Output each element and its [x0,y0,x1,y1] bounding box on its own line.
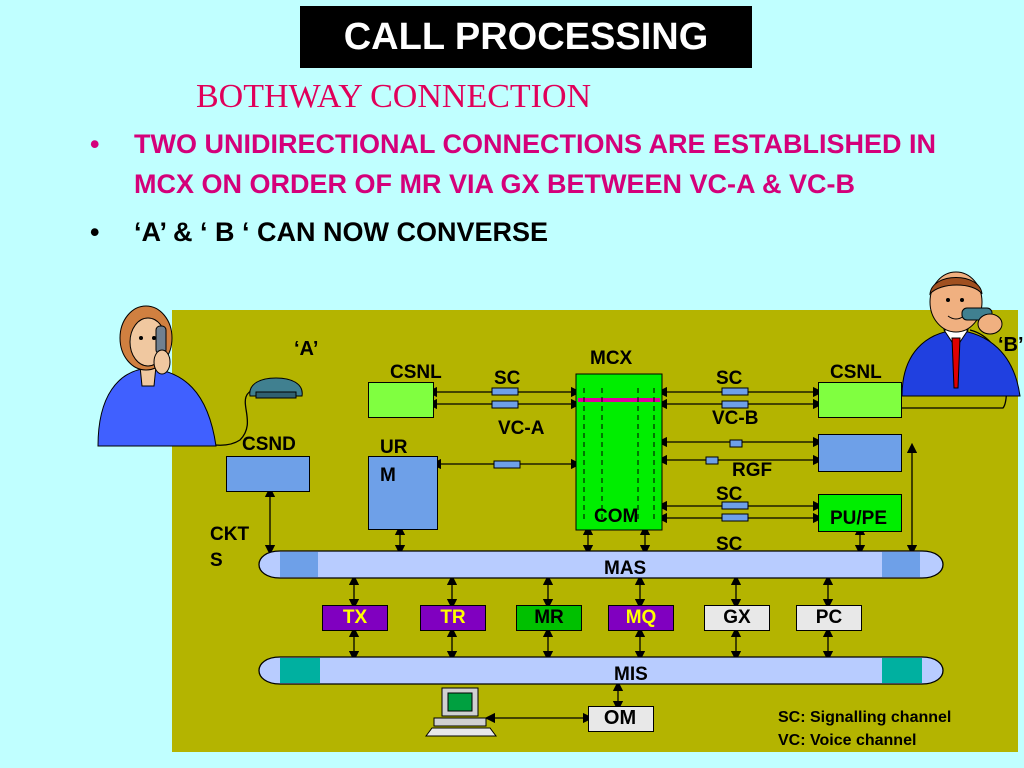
label-csnd: CSND [242,434,296,455]
function-mq: MQ [608,605,674,631]
function-gx: GX [704,605,770,631]
bullet-item: • ‘A’ & ‘ B ‘ CAN NOW CONVERSE [90,212,990,252]
legend-vc: VC: Voice channel [778,732,917,749]
label-sc-bottom: SC [716,534,743,555]
label-urm: UR M [380,437,408,486]
legend-sc: SC: Signalling channel [778,709,952,726]
legend: SC: Signalling channel VC: Voice channel [778,706,951,752]
label-ckts: CKT S [210,524,250,571]
slide-subtitle: BOTHWAY CONNECTION [196,78,592,115]
rgf-box [818,434,902,472]
label-sc-rgf: SC [716,484,743,505]
computer-terminal-icon [425,687,497,737]
label-sc-left: SC [494,368,521,389]
bullet-text: ‘A’ & ‘ B ‘ CAN NOW CONVERSE [134,217,549,247]
label-mcx: MCX [590,348,633,369]
bullet-text: TWO UNIDIRECTIONAL CONNECTIONS ARE ESTAB… [134,129,937,199]
label-csnl-right: CSNL [830,362,882,383]
label-pu-pe: PU/PE [830,508,888,529]
urm-box [368,456,438,530]
csnl-left-box [368,382,434,418]
label-vc-a: VC-A [498,418,545,439]
function-tx: TX [322,605,388,631]
function-tr: TR [420,605,486,631]
csnd-box [226,456,310,492]
bullet-dot: • [90,217,100,247]
bullet-list: • TWO UNIDIRECTIONAL CONNECTIONS ARE EST… [90,124,990,260]
label-mis: MIS [614,664,648,685]
label-vc-b: VC-B [712,408,759,429]
subscriber-a-icon [97,305,217,447]
label-subscriber-a: ‘A’ [294,338,319,360]
bullet-dot: • [90,129,100,159]
function-pc: PC [796,605,862,631]
csnl-right-box [818,382,902,418]
om-box [588,706,654,732]
label-csnl-left: CSNL [390,362,442,383]
bullet-item: • TWO UNIDIRECTIONAL CONNECTIONS ARE EST… [90,124,990,204]
label-rgf: RGF [732,460,773,481]
subscriber-b-icon [901,271,1021,397]
label-subscriber-b: ‘B’ [998,334,1024,356]
telephone-icon [249,377,303,399]
slide-title: CALL PROCESSING [300,6,752,68]
function-mr: MR [516,605,582,631]
label-om: OM [603,707,637,729]
label-com: COM [594,506,639,527]
pu-pe-box [818,494,902,532]
label-mas: MAS [604,558,647,579]
label-sc-right: SC [716,368,743,389]
